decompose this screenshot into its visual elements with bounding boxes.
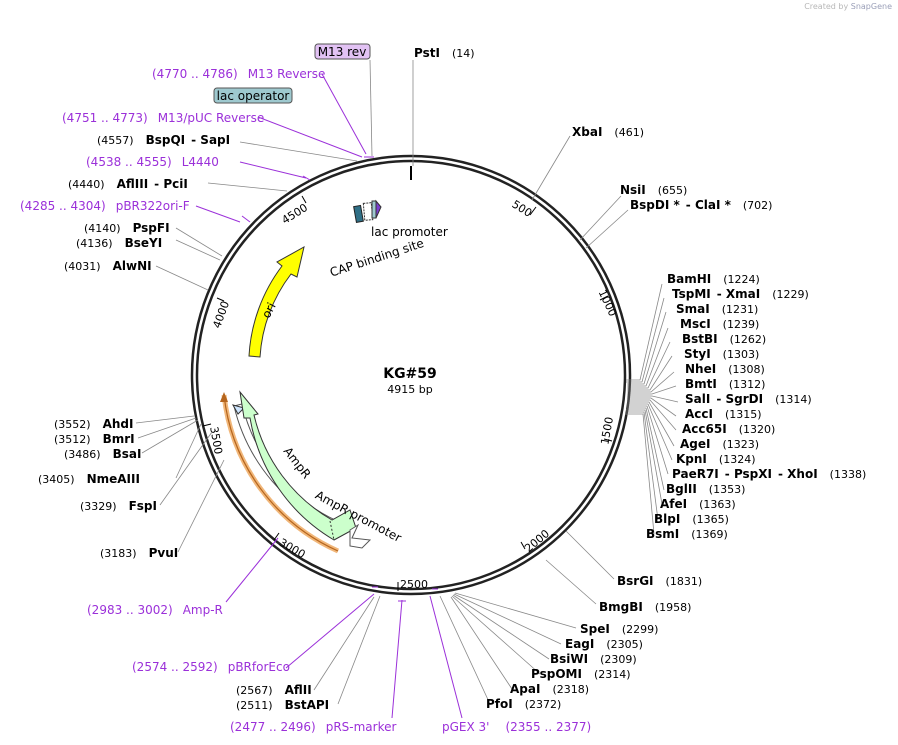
tick-mark-1000 <box>599 295 609 301</box>
primer-L4440[interactable]: (4538 .. 4555)L4440 <box>86 155 219 169</box>
enzyme-pfoI[interactable]: PfoI(2372) <box>486 697 561 711</box>
tick-mark-2000 <box>520 541 526 550</box>
enzyme-bsaI[interactable]: (3486)BsaI <box>64 447 141 461</box>
primer-amp-r[interactable]: (2983 .. 3002)Amp-R <box>87 603 223 617</box>
primer-pBR322ori-F[interactable]: (4285 .. 4304)pBR322ori-F <box>20 199 190 213</box>
enzyme-blpI[interactable]: BlpI(1365) <box>654 512 729 526</box>
primer-pBRforEco[interactable]: (2574 .. 2592)pBRforEco <box>132 660 290 674</box>
tick-mark-3500 <box>202 423 212 427</box>
enzyme-bsrGI[interactable]: BsrGI(1831) <box>617 574 702 588</box>
primer-m13-puc-reverse[interactable]: (4751 .. 4773)M13/pUC Reverse <box>62 111 264 125</box>
tick-mark-3000 <box>273 532 280 541</box>
enzyme-ahdI[interactable]: (3552)AhdI <box>54 417 133 431</box>
ori-feature-arrow[interactable] <box>248 246 305 358</box>
lac-operator-box-label: lac operator <box>217 89 290 103</box>
enzyme-bmrI[interactable]: (3512)BmrI <box>54 432 135 446</box>
lac-operator-box[interactable] <box>213 87 293 104</box>
enzyme-alwNI[interactable]: (4031)AlwNI <box>64 259 152 273</box>
ampr-promoter-boundary <box>329 520 335 541</box>
tick-label-500: 500 <box>510 198 535 220</box>
enzyme-acc65I[interactable]: Acc65I(1320) <box>682 422 775 436</box>
lac-operator-feature[interactable] <box>371 200 377 219</box>
enzyme-labels: PstI(14) XbaI(461) NsiI(655) BspDI *- Cl… <box>20 46 866 734</box>
enzyme-pspFI[interactable]: (4140)PspFI <box>84 221 170 235</box>
ampr-feature-arrow[interactable] <box>239 390 357 541</box>
enzyme-aflIII-pciI[interactable]: (4440)AflIII- PciI <box>68 177 188 191</box>
enzyme-bspDI-claI[interactable]: BspDI *- ClaI *(702) <box>630 198 772 212</box>
enzyme-bsmI[interactable]: BsmI(1369) <box>646 527 728 541</box>
ampr-promoter-arrow[interactable] <box>349 523 372 549</box>
enzyme-mscI[interactable]: MscI(1239) <box>680 317 759 331</box>
tick-mark-1500 <box>603 438 613 442</box>
primer-pGEX-3[interactable]: pGEX 3'(2355 .. 2377) <box>442 720 591 734</box>
tick-label-1000: 1000 <box>596 288 620 319</box>
ori-label: ori <box>259 300 279 320</box>
backbone-outer-strand <box>190 154 632 596</box>
lac-promoter-feature[interactable] <box>362 202 374 221</box>
m13rev-feature[interactable] <box>375 199 382 219</box>
backbone-inner-strand <box>195 159 627 591</box>
enzyme-nheI[interactable]: NheI(1308) <box>685 362 765 376</box>
enzyme-eagI[interactable]: EagI(2305) <box>565 637 643 651</box>
enzyme-bsiWI[interactable]: BsiWI(2309) <box>550 652 637 666</box>
tick-label-1500: 1500 <box>598 416 616 446</box>
tick-mark-500 <box>529 206 537 216</box>
tick-labels: 500 1000 1500 2000 2500 3000 3500 4000 4… <box>207 198 619 591</box>
enzyme-salI-sgrDI[interactable]: SalI- SgrDI(1314) <box>685 392 812 406</box>
enzyme-styI[interactable]: StyI(1303) <box>684 347 759 361</box>
enzyme-aflII[interactable]: (2567)AflII <box>236 683 312 697</box>
enzyme-nmeAIII[interactable]: (3405)NmeAIII <box>38 472 140 486</box>
enzyme-pstI[interactable]: PstI(14) <box>414 46 475 60</box>
enzyme-bstBI[interactable]: BstBI(1262) <box>682 332 766 346</box>
credit-prefix: Created by <box>804 2 849 11</box>
snapgene-credit: Created by SnapGene <box>804 2 892 11</box>
enzyme-bseYI[interactable]: (4136)BseYI <box>76 236 162 250</box>
enzyme-bspQI-sapI[interactable]: (4557)BspQI- SapI <box>97 133 230 147</box>
enzyme-pspOMI[interactable]: PspOMI(2314) <box>531 667 631 681</box>
primer-pRS-marker[interactable]: (2477 .. 2496)pRS-marker <box>230 720 396 734</box>
tick-marks <box>202 166 613 591</box>
credit-brand: SnapGene <box>850 2 892 11</box>
enzyme-kpnI[interactable]: KpnI(1324) <box>676 452 755 466</box>
enzyme-smaI[interactable]: SmaI(1231) <box>676 302 758 316</box>
enzyme-bmgBI[interactable]: BmgBI(1958) <box>599 600 691 614</box>
cap-binding-site-label: CAP binding site <box>328 236 425 280</box>
enzyme-bamHI[interactable]: BamHI(1224) <box>667 272 760 286</box>
enzyme-xbaI[interactable]: XbaI(461) <box>572 125 644 139</box>
enzyme-leader-lines <box>135 59 679 705</box>
primer-leader-lines <box>195 73 463 719</box>
tick-label-2500: 2500 <box>400 578 428 591</box>
enzyme-paeR7I-pspXI-xhoI[interactable]: PaeR7I- PspXI- XhoI(1338) <box>672 467 866 481</box>
tick-label-4000: 4000 <box>210 299 232 330</box>
plasmid-name: KG#59 <box>383 366 437 382</box>
tick-mark-4500 <box>301 195 307 204</box>
tick-label-3000: 3000 <box>277 536 308 561</box>
enzyme-bmtI[interactable]: BmtI(1312) <box>685 377 765 391</box>
m13rev-box-label: M13 rev <box>318 45 367 59</box>
enzyme-ageI[interactable]: AgeI(1323) <box>680 437 759 451</box>
cap-binding-site-feature[interactable] <box>353 204 364 223</box>
lac-promoter-label: lac promoter <box>371 225 448 239</box>
plasmid-length: 4915 bp <box>387 383 432 396</box>
enzyme-nsiI[interactable]: NsiI(655) <box>620 183 687 197</box>
amp-r-primer-arrow[interactable] <box>223 394 339 552</box>
m13rev-box[interactable] <box>314 43 371 60</box>
tick-mark-4000 <box>216 297 225 302</box>
enzyme-pvuI[interactable]: (3183)PvuI <box>100 546 178 560</box>
tick-label-4500: 4500 <box>279 201 310 227</box>
ampr-arrow-head <box>231 404 245 415</box>
enzyme-speI[interactable]: SpeI(2299) <box>580 622 658 636</box>
enzyme-apaI[interactable]: ApaI(2318) <box>510 682 589 696</box>
enzyme-afeI[interactable]: AfeI(1363) <box>660 497 736 511</box>
enzyme-accI[interactable]: AccI(1315) <box>685 407 762 421</box>
ampr-label: AmpR <box>281 444 314 481</box>
enzyme-bstAPI[interactable]: (2511)BstAPI <box>236 698 329 712</box>
primer-m13-reverse[interactable]: (4770 .. 4786)M13 Reverse <box>152 67 325 81</box>
enzyme-tspMI-xmaI[interactable]: TspMI- XmaI(1229) <box>672 287 809 301</box>
enzyme-fspI[interactable]: (3329)FspI <box>80 499 157 513</box>
amp-r-primer-head <box>220 392 228 402</box>
enzyme-bglII[interactable]: BglII(1353) <box>666 482 745 496</box>
